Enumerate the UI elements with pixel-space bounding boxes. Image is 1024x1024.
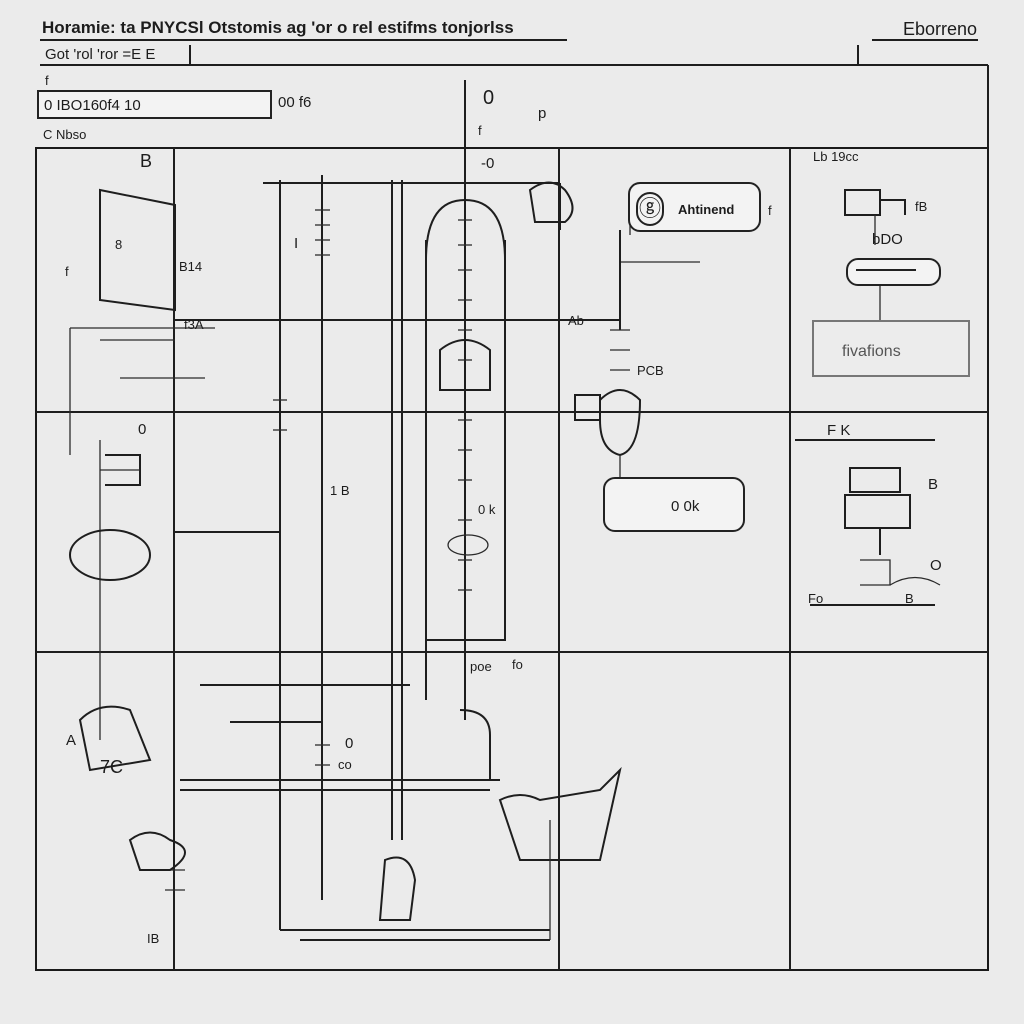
label-p1: 8 bbox=[115, 237, 123, 252]
label-i-mark: I bbox=[294, 235, 299, 252]
field-value: 00 f6 bbox=[278, 94, 312, 111]
label-ok-mid: 0 k bbox=[478, 502, 496, 517]
label-lb19cc: Lb 19cc bbox=[813, 149, 859, 164]
callout-fivations-label: fivafions bbox=[842, 343, 901, 360]
diagram-title: Horamie: ta PNYCSl Otstomis ag 'or o rel… bbox=[42, 18, 514, 37]
label-pc: 7C bbox=[100, 757, 124, 777]
label-zero-left: 0 bbox=[138, 421, 147, 438]
label-b-right2: B bbox=[905, 591, 914, 606]
callout-icon: ⓖ bbox=[636, 192, 664, 226]
label-fk: F K bbox=[827, 422, 851, 439]
okbox-label: 0 0k bbox=[671, 498, 700, 515]
label-f-rot: fo bbox=[512, 657, 523, 672]
label-pcb: PCB bbox=[637, 363, 664, 378]
label-f-top: f bbox=[45, 73, 49, 88]
label-one-b: 1 B bbox=[330, 483, 350, 498]
small-rect-box bbox=[846, 258, 941, 286]
label-p-top: p bbox=[538, 105, 547, 122]
callout-right-mark: f bbox=[768, 203, 772, 218]
callout-ahtinend-label: Ahtinend bbox=[678, 202, 735, 217]
diagram-subtitle: Got 'rol 'ror =E E bbox=[45, 46, 156, 63]
label-0-top: 0 bbox=[483, 87, 495, 109]
label-ib: IB bbox=[147, 931, 160, 946]
label-ab: Ab bbox=[568, 313, 584, 328]
label-fb: fB bbox=[915, 199, 928, 214]
label-b14: B14 bbox=[179, 259, 203, 274]
label-b1: B bbox=[140, 151, 153, 171]
okbox: 0 0k bbox=[603, 477, 745, 532]
label-o-right: O bbox=[930, 557, 942, 574]
label-ac: 0 bbox=[345, 735, 354, 752]
corner-label: Eborreno bbox=[903, 19, 978, 39]
callout-fivations: fivafions bbox=[812, 320, 970, 377]
label-co: co bbox=[338, 757, 352, 772]
label-ae: A bbox=[66, 732, 77, 749]
label-f-top2: f bbox=[478, 123, 482, 138]
label-c-nbso: C Nbso bbox=[43, 127, 87, 142]
label-f-bar: f bbox=[65, 264, 69, 279]
label-fo: Fo bbox=[808, 591, 824, 606]
callout-ahtinend: ⓖ Ahtinend bbox=[628, 182, 761, 232]
label-f3a: f3A bbox=[184, 317, 204, 332]
field-box: 0 IBO160f4 10 bbox=[37, 90, 272, 119]
small-rect-inner bbox=[856, 269, 916, 277]
label-bdo: bDO bbox=[872, 231, 903, 248]
label-b-right: B bbox=[928, 476, 939, 493]
field-label: 0 IBO160f4 10 bbox=[44, 97, 141, 114]
label-zero-mid: -0 bbox=[481, 155, 495, 172]
label-poe: poe bbox=[470, 659, 492, 674]
